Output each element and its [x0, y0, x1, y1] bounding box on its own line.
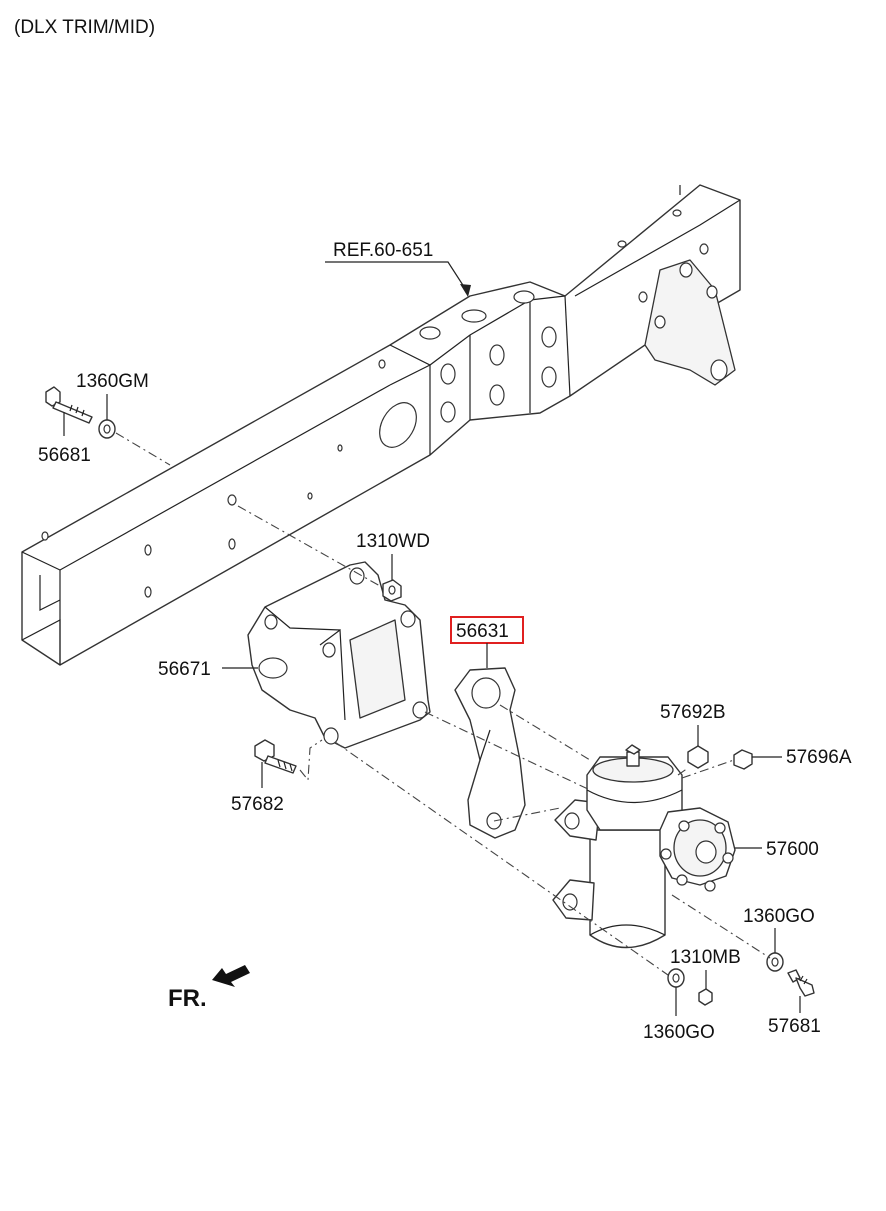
callout-56671: 56671: [158, 659, 211, 680]
nut-1360GO-right: [766, 952, 784, 972]
steering-gear-57600: [552, 744, 736, 949]
trim-note: (DLX TRIM/MID): [14, 17, 155, 38]
callout-1360GO-right: 1360GO: [743, 906, 815, 927]
bracket-56671: [247, 561, 431, 749]
ref-label: REF.60-651: [333, 240, 433, 261]
callout-1360GO-bottom: 1360GO: [643, 1022, 715, 1043]
callout-1310WD: 1310WD: [356, 531, 430, 552]
callout-57692B: 57692B: [660, 702, 726, 723]
callout-57681: 57681: [768, 1016, 821, 1037]
front-label: FR.: [168, 985, 207, 1012]
nut-1310MB: [698, 988, 713, 1006]
front-arrow-icon: [212, 965, 250, 987]
fitting-57696A: [733, 749, 753, 770]
bolt-57681: [787, 969, 815, 997]
callout-1310MB: 1310MB: [670, 947, 741, 968]
nut-1360GO-bottom: [667, 968, 685, 988]
fitting-57692B: [687, 745, 709, 769]
callout-57600: 57600: [766, 839, 819, 860]
nut-1360GM: [98, 419, 116, 439]
nut-1310WD: [382, 579, 402, 602]
frame-rail: [21, 184, 741, 666]
ref-callout: REF.60-651: [325, 240, 471, 297]
callout-57682: 57682: [231, 794, 284, 815]
pitman-arm-56631: [454, 667, 526, 839]
bolt-57682: [254, 739, 297, 774]
callout-1360GM: 1360GM: [76, 371, 149, 392]
bolt-56681: [45, 386, 93, 424]
callout-56631: 56631: [456, 621, 509, 642]
front-indicator: FR.: [168, 965, 250, 1012]
callout-57696A: 57696A: [786, 747, 852, 768]
callout-56681: 56681: [38, 445, 91, 466]
